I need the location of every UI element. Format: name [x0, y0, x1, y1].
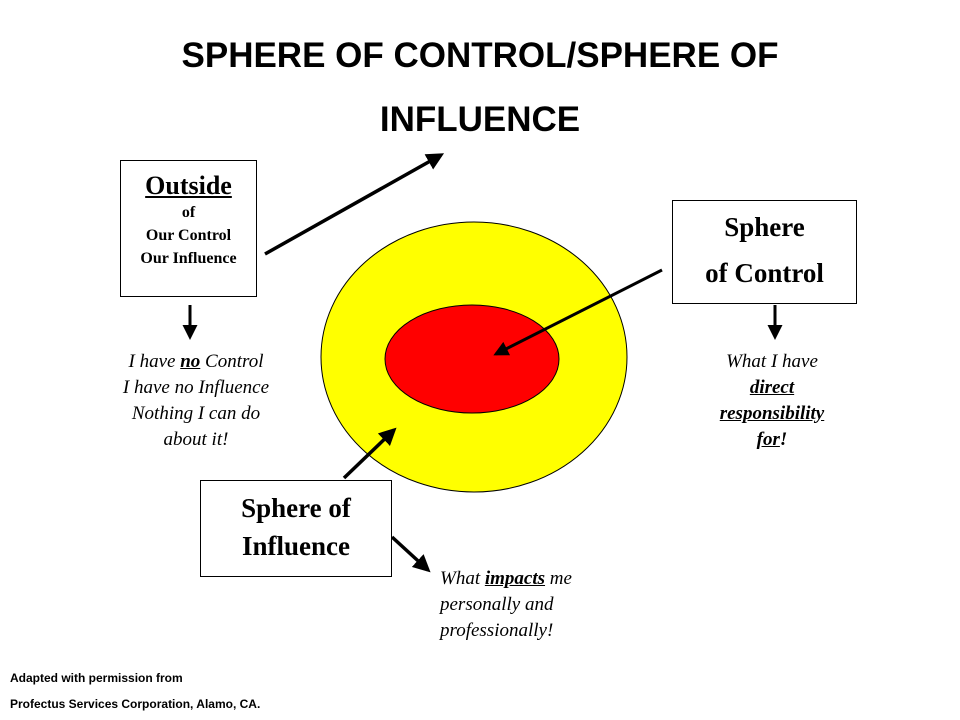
outside-note-line-3: Nothing I can do [131, 403, 261, 424]
influence-note-line-1-pre: What [440, 568, 485, 589]
outside-note-line-1: I have no Control [96, 349, 296, 375]
outside-line-1: of [181, 204, 196, 221]
control-note-emphasis-direct: direct [749, 377, 795, 398]
control-note-line-3: responsibility [672, 401, 872, 427]
outside-note: I have no Control I have no Influence No… [96, 349, 296, 453]
influence-box-line-2: Influence [242, 531, 350, 561]
outside-note-line-1-post: Control [200, 351, 264, 372]
influence-note-line-1: What impacts me [440, 566, 572, 592]
credit-line-1: Adapted with permission from [10, 671, 183, 685]
control-arrow [493, 268, 663, 356]
outside-note-line-1-pre: I have [128, 351, 181, 372]
influence-note: What impacts me personally and professio… [440, 566, 572, 644]
control-note-emphasis-for: for [756, 429, 780, 450]
influence-up-arrow [342, 427, 397, 480]
control-note-line-4: for! [672, 427, 872, 453]
control-note-emphasis-responsibility: responsibility [719, 403, 825, 424]
influence-note-line-3: professionally! [440, 620, 554, 641]
control-note-line-1: What I have [726, 351, 818, 372]
outside-note-line-4: about it! [163, 429, 229, 450]
outside-box: Outside of Our Control Our Influence [120, 160, 257, 297]
outside-note-emphasis: no [180, 351, 201, 372]
outside-line-3: Our Influence [140, 250, 237, 267]
outside-heading: Outside [145, 171, 232, 200]
outside-line-2: Our Control [145, 227, 232, 244]
sphere-of-control-inner-ellipse [384, 304, 560, 414]
outside-note-line-2: I have no Influence [122, 377, 270, 398]
control-box-line-1: Sphere [724, 212, 805, 242]
influence-note-line-1-post: me [545, 568, 572, 589]
control-note-line-2: direct [672, 375, 872, 401]
control-note: What I have direct responsibility for! [672, 349, 872, 453]
credit-line-2: Profectus Services Corporation, Alamo, C… [10, 697, 261, 711]
influence-note-emphasis: impacts [484, 568, 546, 589]
influence-box-line-1: Sphere of [241, 493, 351, 523]
control-box-line-2: of Control [705, 258, 824, 288]
sphere-of-control-box: Sphere of Control [672, 200, 857, 304]
outside-arrow [264, 153, 445, 256]
influence-note-line-2: personally and [440, 594, 554, 615]
sphere-of-influence-box: Sphere of Influence [200, 480, 392, 577]
influence-down-arrow [390, 535, 431, 573]
title-line-1: SPHERE OF CONTROL/SPHERE OF [181, 36, 779, 75]
title-line-2: INFLUENCE [379, 100, 581, 139]
control-note-line-4-post: ! [779, 429, 788, 450]
